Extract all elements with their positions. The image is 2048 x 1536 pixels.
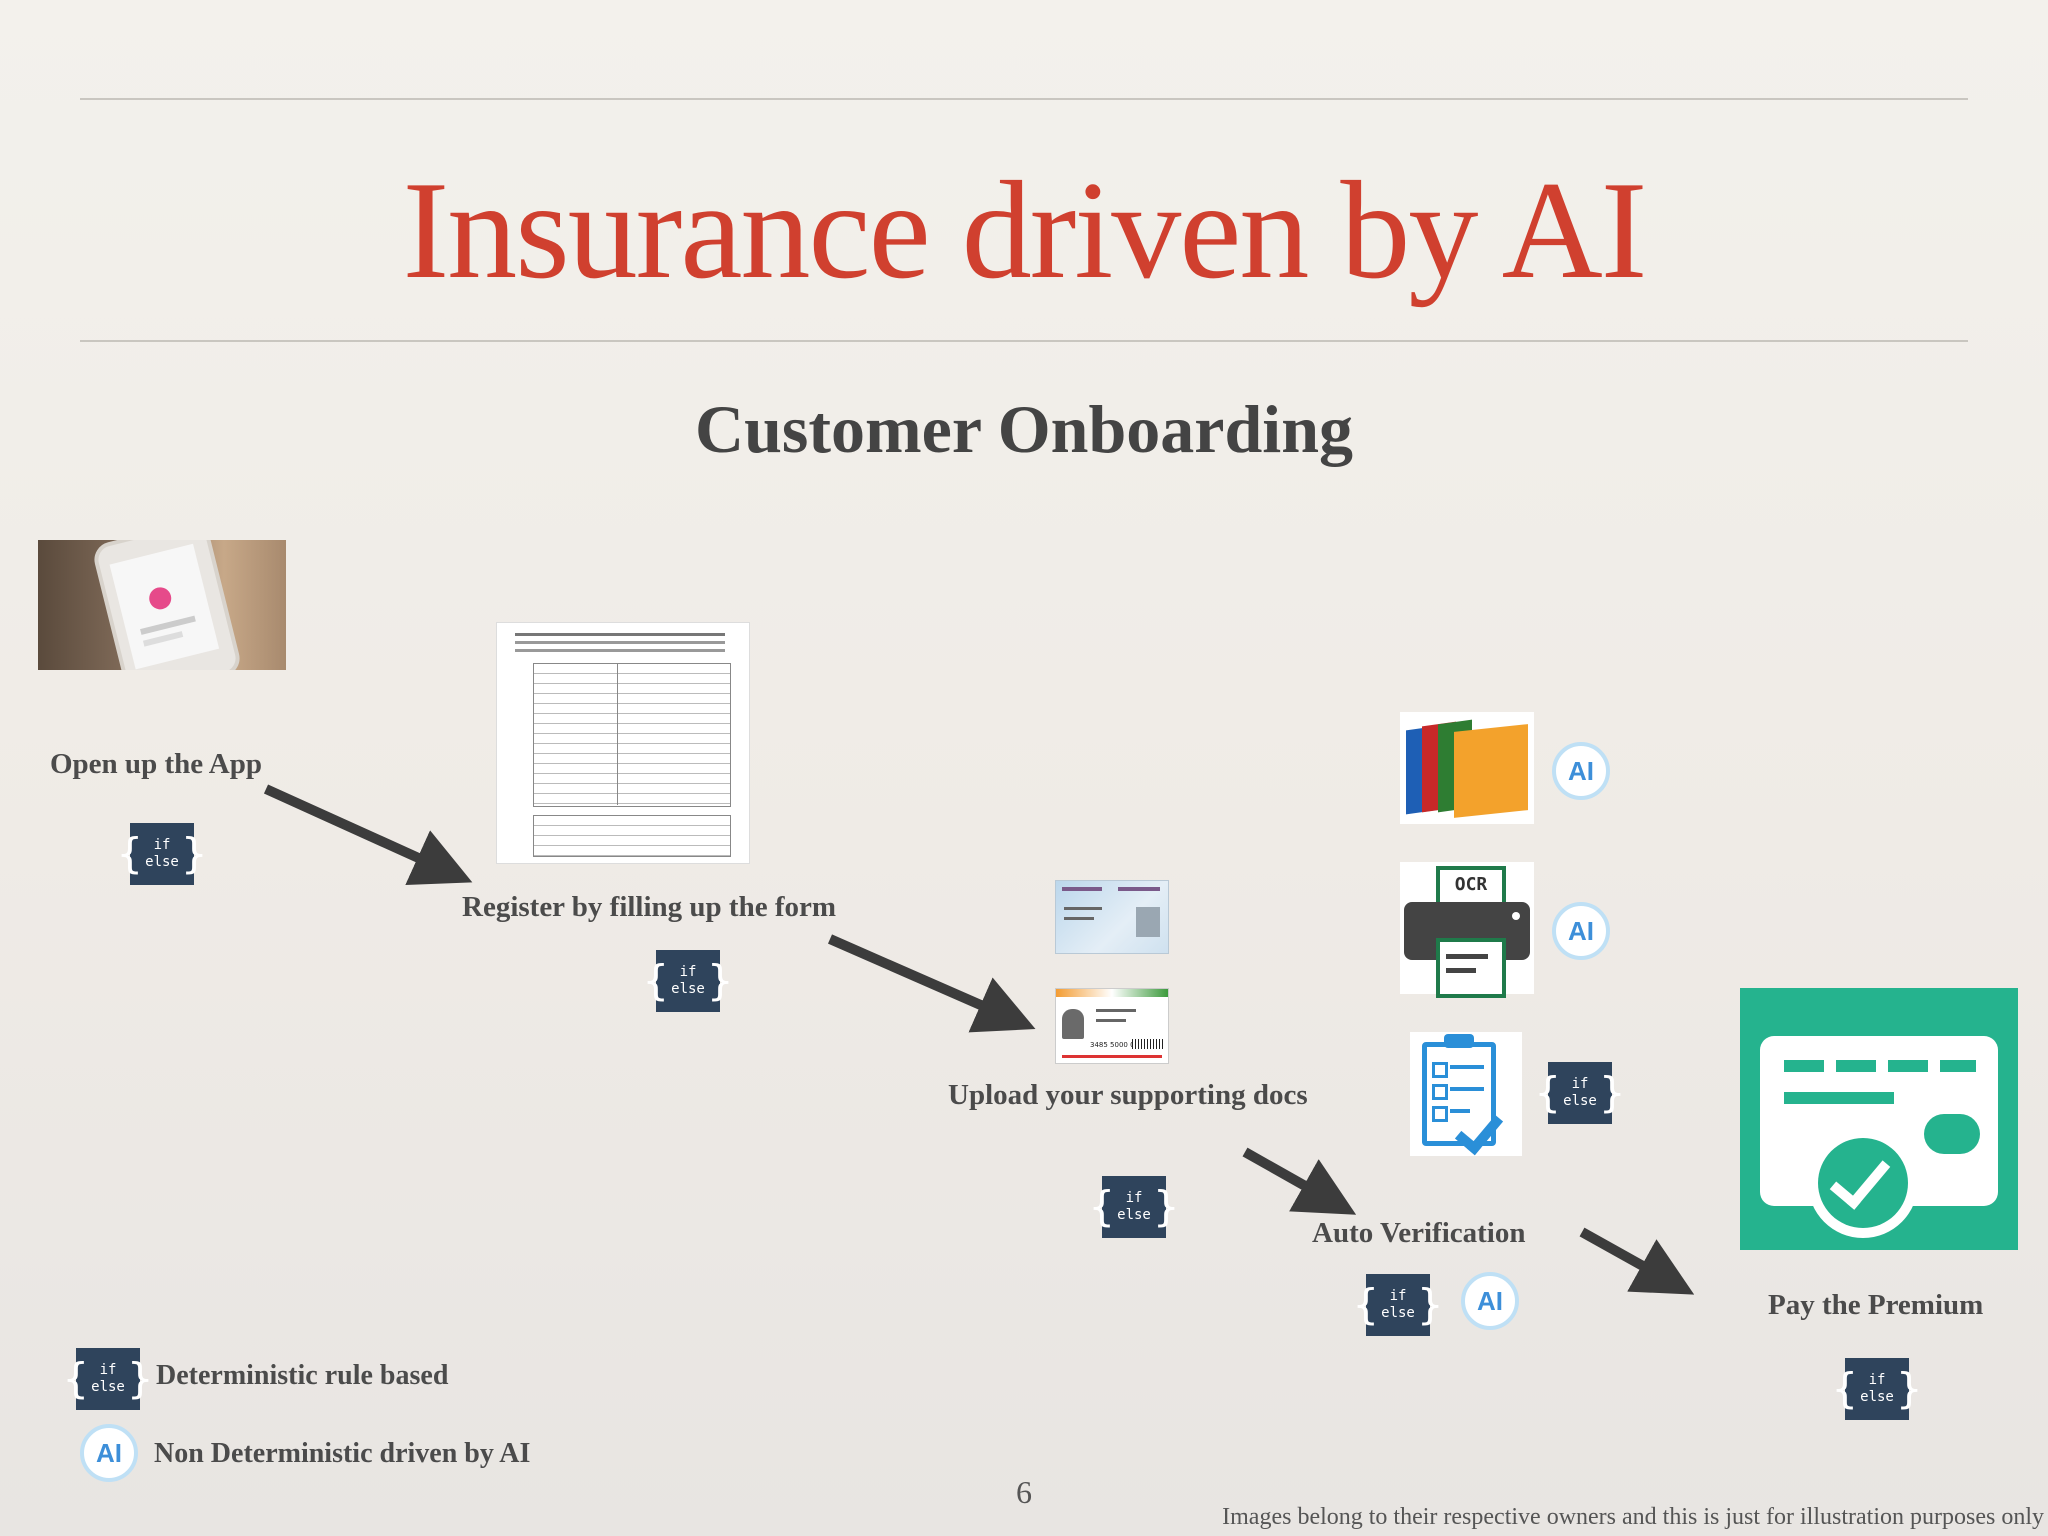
aadhaar-card: 3485 5000 0000 xyxy=(1055,988,1169,1064)
arrow-register-to-upload xyxy=(827,934,1036,1033)
top-rule xyxy=(80,98,1968,100)
legend-ai-badge: AI xyxy=(80,1424,138,1482)
step-label-upload: Upload your supporting docs xyxy=(948,1079,1308,1111)
step-label-pay-premium: Pay the Premium xyxy=(1768,1289,1984,1321)
step-label-register: Register by filling up the form xyxy=(462,891,837,923)
pan-card xyxy=(1055,880,1169,954)
ai-badge-ocr: AI xyxy=(1552,902,1610,960)
ai-badge-folders: AI xyxy=(1552,742,1610,800)
ai-badge-verification: AI xyxy=(1461,1272,1519,1330)
arrow-app-to-register xyxy=(263,784,473,885)
page-subtitle: Customer Onboarding xyxy=(694,391,1354,467)
checklist-icon xyxy=(1410,1032,1522,1156)
legend-deterministic: Deterministic rule based xyxy=(156,1360,449,1391)
payment-card-icon xyxy=(1740,988,2018,1250)
image-credit-footnote: Images belong to their respective owners… xyxy=(1222,1504,2044,1530)
step-label-open-app: Open up the App xyxy=(50,748,262,780)
step-label-auto-verification: Auto Verification xyxy=(1312,1217,1526,1249)
arrow-upload-to-verification xyxy=(1242,1147,1357,1215)
arrow-verification-to-pay xyxy=(1579,1227,1695,1295)
page-title: Insurance driven by AI xyxy=(402,153,1648,308)
title-underline xyxy=(80,340,1968,342)
smartphone-photo xyxy=(38,540,286,670)
form-document xyxy=(496,622,750,864)
legend-ai: Non Deterministic driven by AI xyxy=(154,1438,531,1469)
page-number: 6 xyxy=(1016,1474,1032,1510)
folders-icon xyxy=(1400,712,1534,824)
ocr-printer-icon: OCR xyxy=(1400,862,1534,998)
